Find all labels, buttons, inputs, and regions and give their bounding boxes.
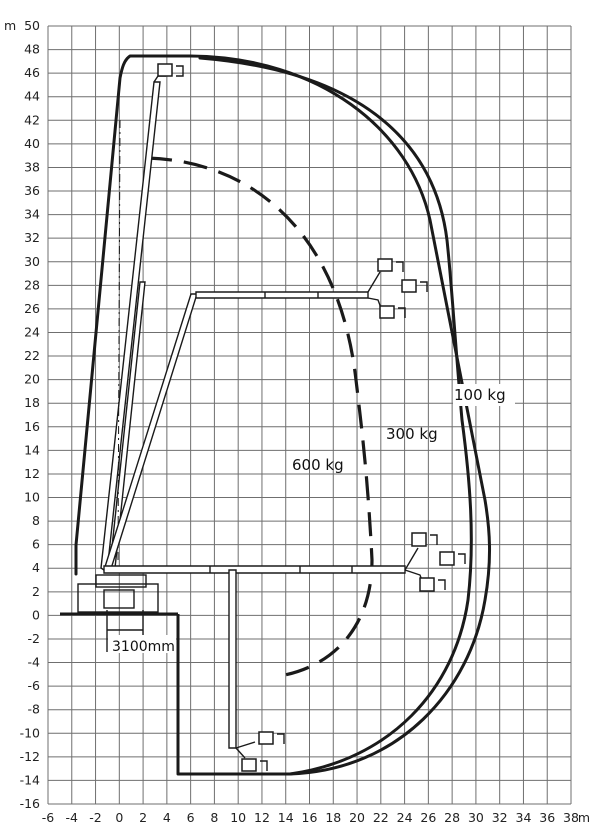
y-tick-label: 48 [24, 42, 40, 57]
envelope-300kg [198, 56, 473, 776]
y-tick-label: -4 [28, 655, 41, 670]
x-tick-label: 10 [230, 810, 246, 825]
x-tick-label: -4 [66, 810, 79, 825]
x-tick-label: 24 [397, 810, 413, 825]
y-tick-label: 24 [24, 324, 40, 339]
y-tick-label: -16 [20, 796, 40, 811]
y-tick-label: -8 [28, 702, 41, 717]
y-tick-label: -6 [28, 678, 41, 693]
y-tick-label: -10 [20, 725, 40, 740]
y-tick-label: 22 [24, 348, 40, 363]
y-axis-unit: m [4, 18, 16, 33]
y-tick-label: 26 [24, 301, 40, 316]
y-tick-label: 32 [24, 230, 40, 245]
x-tick-label: 16 [302, 810, 318, 825]
basket-mid-1 [377, 258, 404, 272]
x-tick-label: 36 [539, 810, 555, 825]
y-axis-ticks: 5048464442403836343230282624222018161412… [4, 18, 40, 811]
x-tick-label: 30 [468, 810, 484, 825]
y-tick-label: 8 [32, 513, 40, 528]
y-tick-label: 40 [24, 136, 40, 151]
base-platform [60, 574, 180, 774]
x-tick-label: 2 [139, 810, 147, 825]
boom-max-height [100, 75, 166, 574]
x-tick-label: 12 [254, 810, 270, 825]
basket-horizontal-1 [411, 532, 438, 547]
basket-low-1 [258, 731, 285, 745]
y-tick-label: 14 [24, 442, 40, 457]
x-tick-label: -6 [42, 810, 55, 825]
x-tick-label: 18 [325, 810, 341, 825]
x-tick-label: 0 [115, 810, 123, 825]
envelope-100kg [74, 54, 492, 776]
dimension-label: 3100mm [112, 639, 175, 655]
dimension-3100mm: 3100mm [106, 610, 176, 655]
load-label-100kg: 100 kg [454, 386, 506, 404]
y-tick-label: 38 [24, 159, 40, 174]
x-tick-label: 34 [516, 810, 532, 825]
x-tick-label: 8 [210, 810, 218, 825]
y-tick-label: -14 [20, 772, 40, 787]
y-tick-label: 44 [24, 89, 40, 104]
y-tick-label: 30 [24, 254, 40, 269]
x-tick-label: 4 [163, 810, 171, 825]
basket-mid-3 [379, 305, 406, 319]
load-label-300kg: 300 kg [386, 425, 438, 443]
x-axis-unit: m [578, 810, 590, 825]
y-tick-label: 36 [24, 183, 40, 198]
basket-horizontal-3 [419, 577, 446, 592]
x-tick-label: 22 [373, 810, 389, 825]
y-tick-label: -12 [20, 749, 40, 764]
envelope-600kg [147, 156, 374, 678]
x-tick-label: 20 [349, 810, 365, 825]
load-label-600kg: 600 kg [292, 456, 344, 474]
y-tick-label: 28 [24, 277, 40, 292]
y-tick-label: 10 [24, 490, 40, 505]
x-tick-label: -2 [89, 810, 101, 825]
boom-horizontal [103, 547, 425, 587]
x-tick-label: 38 [563, 810, 579, 825]
y-tick-label: 16 [24, 419, 40, 434]
y-tick-label: 0 [32, 607, 40, 622]
boom-mid [103, 271, 385, 573]
boom-negative [228, 569, 256, 759]
y-tick-label: 18 [24, 395, 40, 410]
y-tick-label: -2 [28, 631, 40, 646]
x-tick-label: 14 [278, 810, 294, 825]
load-100-label-bg [453, 384, 515, 406]
x-tick-label: 32 [492, 810, 508, 825]
y-tick-label: 34 [24, 207, 40, 222]
y-tick-label: 42 [24, 112, 40, 127]
basket-horizontal-2 [439, 551, 466, 566]
basket-mid-2 [401, 279, 428, 293]
y-tick-label: 46 [24, 65, 40, 80]
basket-top [157, 63, 184, 77]
y-tick-label: 6 [32, 537, 40, 552]
x-tick-label: 28 [444, 810, 460, 825]
y-tick-label: 12 [24, 466, 40, 481]
grid [47, 25, 572, 805]
basket-low-2 [241, 758, 268, 772]
y-tick-label: 50 [24, 18, 40, 33]
x-tick-label: 6 [187, 810, 195, 825]
y-tick-label: 2 [32, 584, 40, 599]
y-tick-label: 4 [32, 560, 40, 575]
x-tick-label: 26 [420, 810, 436, 825]
y-tick-label: 20 [24, 372, 40, 387]
